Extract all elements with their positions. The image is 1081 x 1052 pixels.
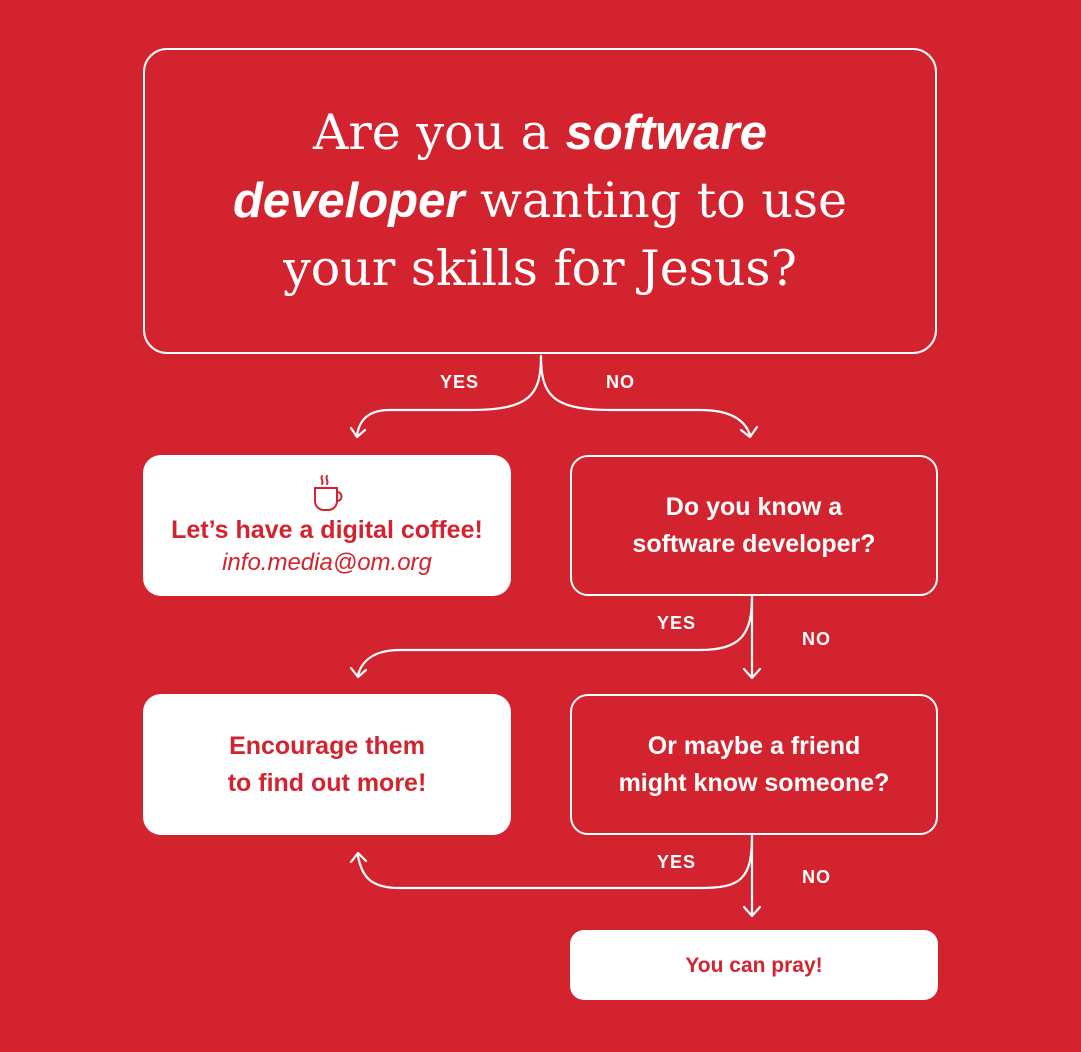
encourage-line1: Encourage them xyxy=(229,731,425,760)
friend-question-box: Or maybe a friend might know someone? xyxy=(570,694,938,835)
main-question-text: Are you a software developer wanting to … xyxy=(233,99,847,303)
know-line1: Do you know a xyxy=(665,492,843,521)
label-no-2: NO xyxy=(802,629,831,649)
arrow-head-yes2 xyxy=(349,666,368,679)
main-question-part1: Are you a xyxy=(312,104,566,161)
main-question-box: Are you a software developer wanting to … xyxy=(143,48,937,354)
label-yes-1: YES xyxy=(440,372,480,392)
main-question-emph2: developer xyxy=(232,174,465,228)
know-developer-box: Do you know a software developer? xyxy=(570,455,938,596)
yes-connector-2 xyxy=(356,595,754,677)
main-question-part2: wanting to use xyxy=(464,172,848,229)
main-question-emph1: software xyxy=(565,106,767,160)
know-line2: software developer? xyxy=(632,529,876,558)
arrow-head-no1 xyxy=(739,425,759,439)
pray-box: You can pray! xyxy=(570,930,938,1000)
main-question-part3: your skills for Jesus? xyxy=(283,240,797,297)
encourage-line2: to find out more! xyxy=(227,768,427,797)
arrow-head-yes3 xyxy=(349,851,368,864)
coffee-cup-icon xyxy=(314,474,343,511)
arrow-head-yes1 xyxy=(349,426,367,439)
label-no-1: NO xyxy=(606,372,635,392)
coffee-box: Let’s have a digital coffee! info.media@… xyxy=(143,455,511,596)
label-no-3: NO xyxy=(802,867,831,887)
coffee-email[interactable]: info.media@om.org xyxy=(222,548,432,576)
friend-line2: might know someone? xyxy=(618,768,890,797)
no-connector-1 xyxy=(539,354,752,437)
coffee-title: Let’s have a digital coffee! xyxy=(171,515,483,544)
label-yes-3: YES xyxy=(657,852,697,872)
pray-text: You can pray! xyxy=(685,953,823,977)
encourage-box: Encourage them to find out more! xyxy=(143,694,511,835)
yes-connector-3 xyxy=(356,834,754,890)
arrow-head-no3 xyxy=(742,905,762,918)
friend-line1: Or maybe a friend xyxy=(647,731,861,760)
yes-connector-1 xyxy=(355,354,543,437)
arrow-head-no2 xyxy=(742,667,762,680)
label-yes-2: YES xyxy=(657,613,697,633)
